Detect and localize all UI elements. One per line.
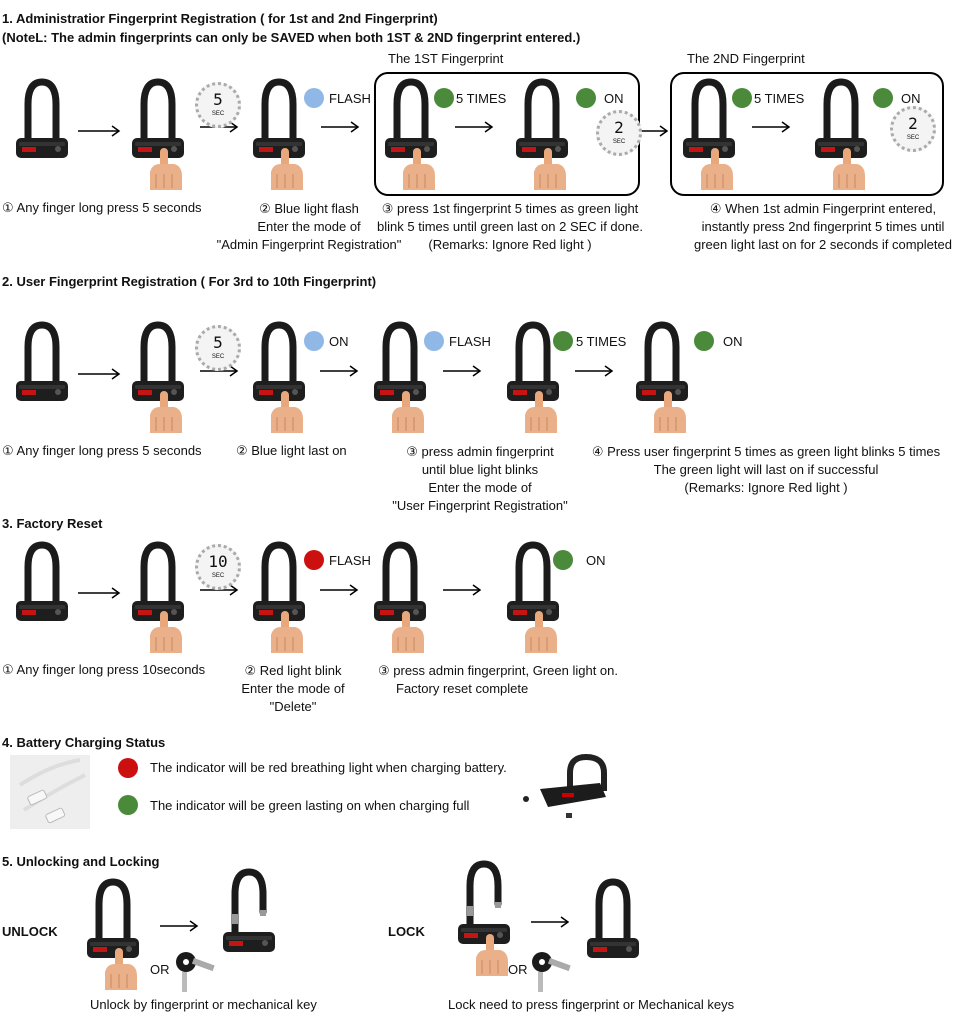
green-light-icon (118, 795, 138, 815)
step-text: ① Any finger long press 10seconds (2, 662, 206, 677)
step-text: ② Blue light last on (236, 443, 347, 458)
step-text: ③ press 1st fingerprint 5 times as green… (377, 201, 643, 252)
green-light-icon (732, 88, 752, 108)
step-text: ④ When 1st admin Fingerprint entered,ins… (694, 201, 952, 252)
lock-with-finger-icon (132, 541, 184, 660)
indicator-label: FLASH (329, 91, 371, 106)
section2-title: 2. User Fingerprint Registration ( For 3… (2, 274, 377, 289)
charging-status-text: The indicator will be red breathing ligh… (150, 760, 507, 775)
lock-caption: Lock need to press fingerprint or Mechan… (448, 997, 735, 1012)
indicator-label: 5 TIMES (456, 91, 507, 106)
arrow-right-icon (531, 915, 571, 933)
step-text: ④ Press user fingerprint 5 times as gree… (591, 444, 941, 495)
open-lock-with-finger-icon (458, 860, 510, 981)
arrow-right-icon (160, 919, 200, 937)
indicator-label: FLASH (449, 334, 491, 349)
green-light-icon (553, 550, 573, 570)
lock-label: LOCK (388, 924, 425, 939)
blue-light-icon (304, 88, 324, 108)
section1-note: (NoteL: The admin fingerprints can only … (2, 30, 581, 45)
lock-with-finger-icon (385, 78, 437, 197)
key-icon (532, 952, 571, 992)
arrow-right-icon (575, 364, 615, 382)
indicator-label: ON (604, 91, 624, 106)
green-light-icon (576, 88, 596, 108)
step-text: ① Any finger long press 5 seconds (2, 443, 202, 458)
lock-icon (16, 78, 68, 167)
section5-title: 5. Unlocking and Locking (2, 854, 160, 869)
indicator-label: ON (723, 334, 743, 349)
green-light-icon (434, 88, 454, 108)
lock-with-finger-icon (253, 321, 305, 440)
lock-with-finger-icon (253, 541, 305, 660)
indicator-label: 5 TIMES (576, 334, 627, 349)
lock-with-finger-icon (815, 78, 867, 197)
lock-with-finger-icon (507, 321, 559, 440)
open-lock-icon (223, 868, 275, 959)
step-text: ③ press admin fingerprint, Green light o… (378, 663, 618, 696)
green-light-icon (553, 331, 573, 351)
blue-light-icon (304, 331, 324, 351)
box1-label: The 1ST Fingerprint (388, 51, 504, 66)
blue-light-icon (424, 331, 444, 351)
lock-with-finger-icon (132, 78, 184, 197)
charged-status-text: The indicator will be green lasting on w… (150, 798, 470, 813)
green-light-icon (694, 331, 714, 351)
lock-icon (16, 321, 68, 410)
indicator-label: ON (901, 91, 921, 106)
unlock-label: UNLOCK (2, 924, 58, 939)
lock-icon (16, 541, 68, 630)
indicator-label: ON (586, 553, 606, 568)
lock-with-finger-icon (683, 78, 735, 197)
arrow-right-icon (200, 583, 240, 601)
arrow-right-icon (78, 586, 122, 604)
second-fingerprint-box (670, 72, 944, 196)
lock-with-finger-icon (87, 878, 139, 997)
lock-with-finger-icon (374, 541, 426, 660)
arrow-right-icon (78, 124, 122, 142)
indicator-label: 5 TIMES (754, 91, 805, 106)
indicator-label: FLASH (329, 553, 371, 568)
arrow-right-icon (443, 364, 483, 382)
red-light-icon (304, 550, 324, 570)
section4-title: 4. Battery Charging Status (2, 735, 166, 750)
lock-with-finger-icon (636, 321, 688, 440)
arrow-right-icon (752, 120, 792, 138)
step-text: ① Any finger long press 5 seconds (2, 200, 202, 215)
lock-with-finger-icon (507, 541, 559, 660)
arrow-right-icon (320, 364, 360, 382)
key-icon (176, 952, 215, 992)
lock-with-finger-icon (516, 78, 568, 197)
green-light-icon (873, 88, 893, 108)
or-text: OR (508, 962, 528, 977)
lock-charging-port-icon (523, 753, 607, 818)
arrow-right-icon (78, 367, 122, 385)
arrow-right-icon (443, 583, 483, 601)
red-light-icon (118, 758, 138, 778)
arrow-right-icon (455, 120, 495, 138)
arrow-right-icon (200, 364, 240, 382)
box2-label: The 2ND Fingerprint (687, 51, 805, 66)
arrow-right-icon (320, 583, 360, 601)
lock-with-finger-icon (132, 321, 184, 440)
section1-title: 1. Administratior Fingerprint Registrati… (2, 11, 438, 26)
lock-icon (587, 878, 639, 967)
indicator-label: ON (329, 334, 349, 349)
lock-with-finger-icon (374, 321, 426, 440)
usb-c-cable-icon (10, 755, 90, 829)
arrow-right-icon (640, 124, 670, 142)
or-text: OR (150, 962, 170, 977)
arrow-right-icon (321, 120, 361, 138)
section3-title: 3. Factory Reset (2, 516, 103, 531)
lock-with-finger-icon (253, 78, 305, 197)
unlock-caption: Unlock by fingerprint or mechanical key (90, 997, 317, 1012)
